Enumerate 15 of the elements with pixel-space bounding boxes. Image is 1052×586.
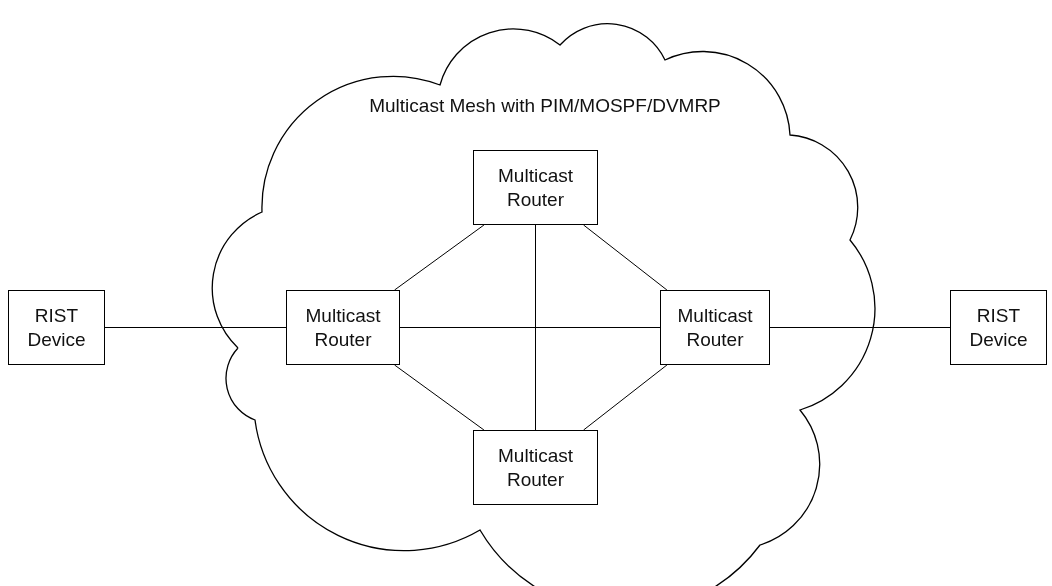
connector-line (535, 224, 536, 431)
connector-line (399, 327, 661, 328)
router-box: Multicast Router (473, 430, 598, 505)
connector-line (769, 327, 951, 328)
router-box: Multicast Router (660, 290, 770, 365)
connector-line (583, 224, 668, 291)
router-box: Multicast Router (286, 290, 400, 365)
device-box: RIST Device (950, 290, 1047, 365)
connector-line (104, 327, 287, 328)
device-box: RIST Device (8, 290, 105, 365)
router-box: Multicast Router (473, 150, 598, 225)
connector-line (583, 364, 668, 431)
connector-line (394, 224, 485, 291)
cloud-label: Multicast Mesh with PIM/MOSPF/DVMRP (369, 95, 721, 116)
connector-line (394, 364, 485, 431)
